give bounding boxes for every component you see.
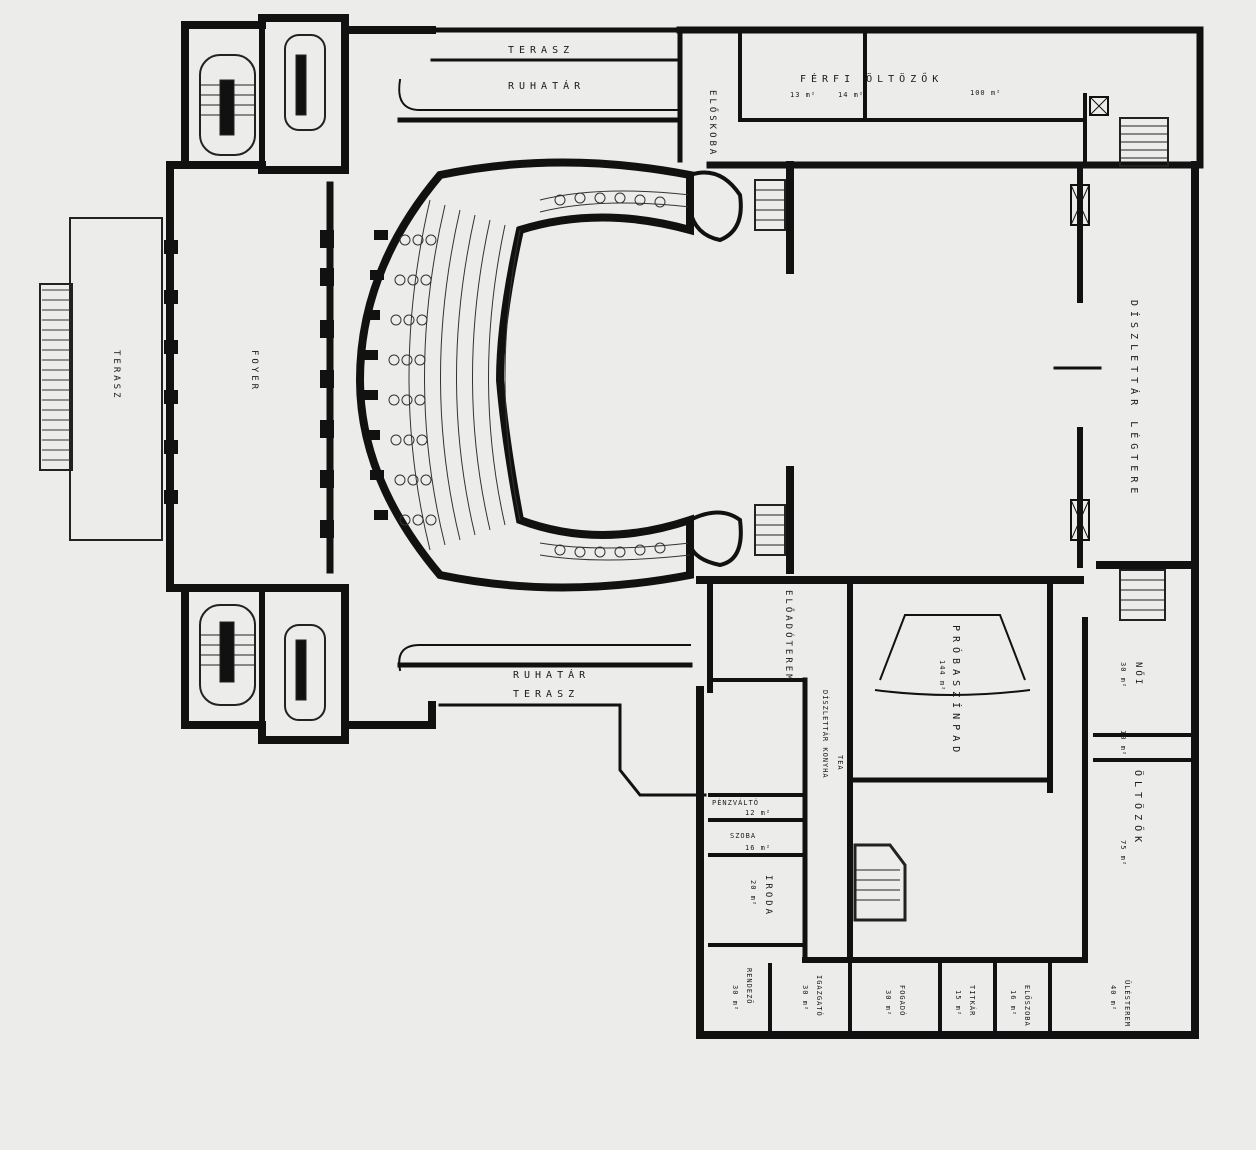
label-probaszinpad: PRÓBASZÍNPAD — [950, 625, 961, 758]
stairs-right-mid — [1119, 569, 1166, 621]
stairs-top-left — [199, 34, 326, 156]
label-area-75: 75 m² — [1119, 840, 1127, 867]
label-penzvalto: PÉNZVÁLTÓ — [712, 799, 759, 807]
label-iroda: IRODA — [763, 875, 773, 918]
label-area-ulesterem: 40 m² — [1109, 985, 1117, 1012]
label-area-igazgato: 30 m² — [801, 985, 809, 1012]
label-area-eloszoba: 16 m² — [1009, 990, 1017, 1017]
label-area-144: 144 m² — [938, 660, 946, 692]
label-foyer: FOYER — [249, 350, 259, 393]
label-rendezo: RENDEZŐ — [745, 968, 753, 1005]
stairs-inner-lower — [853, 843, 907, 922]
label-area-30: 30 m² — [1119, 662, 1127, 689]
label-ruhatar-bottom: RUHATÁR — [513, 670, 591, 681]
stairs-stage-bottom — [754, 504, 786, 556]
top-right-block — [676, 26, 1204, 169]
label-oltozok: ÖLTÖZŐK — [1132, 770, 1143, 848]
label-eloskoba: ELŐSKOBA — [707, 90, 717, 158]
label-area-titkar: 15 m² — [954, 990, 962, 1017]
stairs-stage-top — [754, 179, 786, 231]
label-eloszoba: ELŐSZOBA — [1023, 985, 1031, 1027]
label-area-13: 13 m² — [790, 91, 817, 99]
label-area-12: 12 m² — [745, 809, 772, 817]
label-titkar: TITKÁR — [968, 985, 976, 1017]
label-area-14: 14 m² — [838, 91, 865, 99]
bottom-corridor — [397, 644, 707, 797]
label-ulesterem: ÜLÉSTEREM — [1123, 980, 1131, 1027]
label-szoba: SZOBA — [730, 832, 757, 840]
label-terasz-top: TERASZ — [508, 45, 575, 56]
label-ruhatar-top: RUHATÁR — [508, 81, 586, 92]
label-area-rendezo: 30 m² — [731, 985, 739, 1012]
left-terrace — [39, 217, 163, 541]
label-tea: TEA — [836, 755, 844, 771]
label-terasz-bottom: TERASZ — [513, 689, 580, 700]
label-terasz-left: TERASZ — [111, 350, 121, 401]
label-area-16: 16 m² — [745, 844, 772, 852]
rehearsal-stage — [874, 614, 1031, 696]
front-walls — [166, 14, 436, 744]
stairs-top-right — [1119, 117, 1169, 167]
label-area-fogado: 30 m² — [884, 990, 892, 1017]
label-ferfi-oltozok: FÉRFI ÖLTÖZŐK — [800, 74, 944, 85]
label-fogado: FOGADÓ — [898, 985, 906, 1017]
label-diszlettar: DÍSZLETTÁR LÉGTERE — [1128, 300, 1139, 499]
stairs-bottom-left — [199, 604, 326, 721]
label-area-20: 20 m² — [749, 880, 757, 907]
auditorium — [355, 158, 743, 592]
label-igazgato: IGAZGATÓ — [815, 975, 823, 1017]
back-of-house-walls — [696, 561, 1199, 1039]
label-area-10: 10 m² — [1119, 730, 1127, 757]
label-area-100: 100 m² — [970, 89, 1002, 97]
label-diszlet-konyha: DÍSZLETTÁR KONYHA — [821, 690, 829, 779]
foyer-pillars — [164, 230, 334, 538]
label-noi: NŐI — [1133, 662, 1143, 688]
label-eloadoterem: ELŐADÓTEREM — [783, 590, 793, 683]
